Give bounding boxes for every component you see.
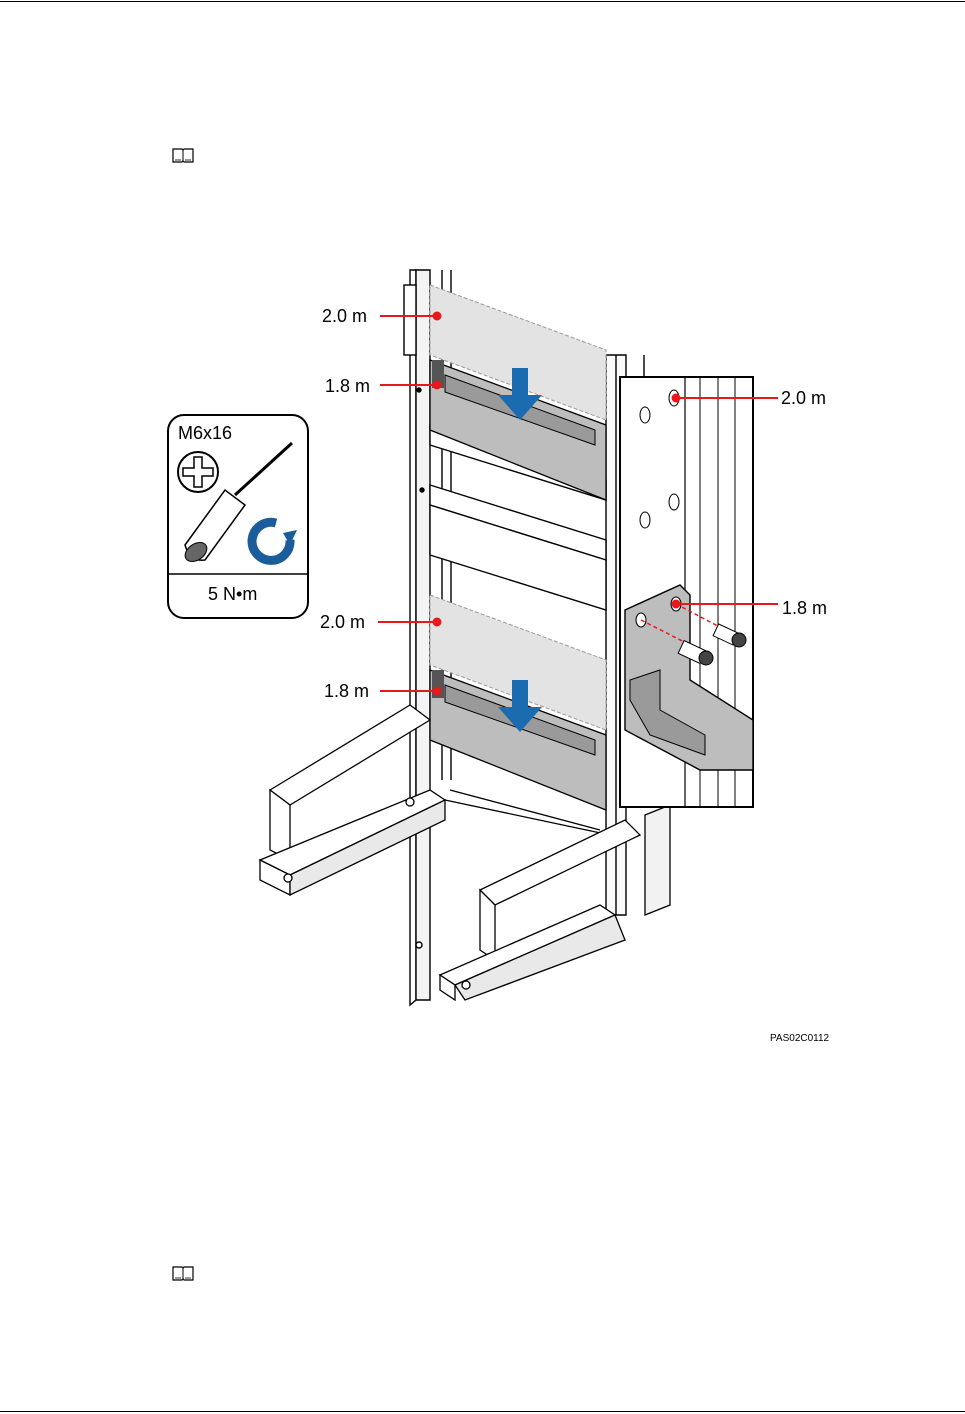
label-1-8-top: 1.8 m	[325, 376, 370, 396]
page-bottom-rule	[0, 1411, 965, 1412]
label-1-8-mid: 1.8 m	[324, 681, 369, 701]
phillips-head-icon	[178, 452, 218, 492]
label-2-0-detail: 2.0 m	[781, 388, 826, 408]
label-2-0-mid: 2.0 m	[320, 612, 365, 632]
torque-value: 5 N•m	[208, 584, 257, 604]
detail-inset	[620, 377, 753, 807]
note-book-icon	[172, 1265, 194, 1281]
label-2-0-top: 2.0 m	[322, 306, 367, 326]
label-1-8-detail: 1.8 m	[782, 598, 827, 618]
screw-spec: M6x16	[178, 423, 232, 443]
tool-spec-box: M6x16 5 N•m	[168, 415, 308, 618]
figure-id: PAS02C0112	[770, 1033, 830, 1044]
